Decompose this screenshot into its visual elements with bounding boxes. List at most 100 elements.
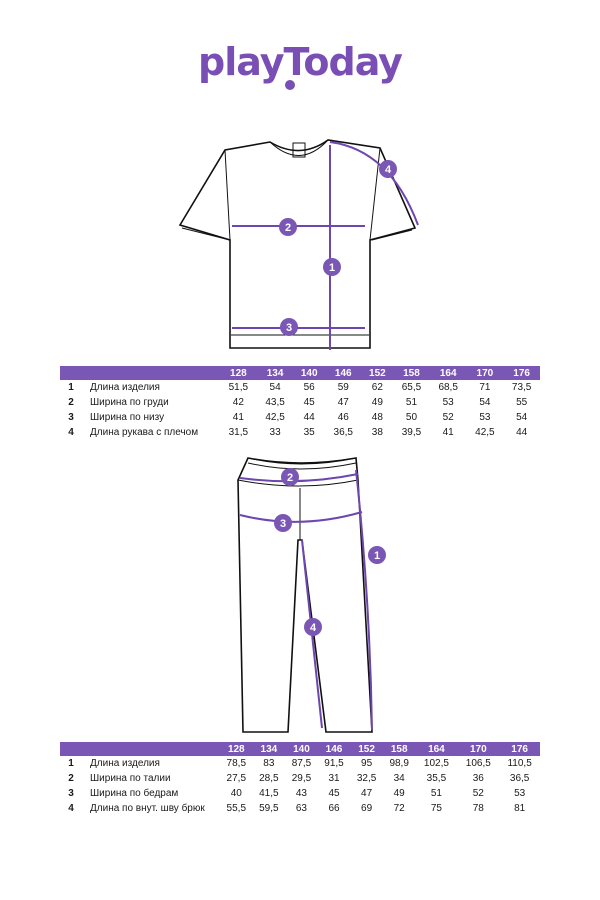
value-cell: 53	[514, 788, 526, 799]
value-cell: 65,5	[401, 382, 422, 393]
table-row: 4 Длина по внут. шву брюк 55,5 59,5 63 6…	[60, 801, 540, 816]
value-cell: 51,5	[228, 382, 249, 393]
tshirt-marker-3: 3	[280, 318, 298, 336]
value-cell: 36,5	[333, 427, 353, 438]
value-cell: 78,5	[226, 758, 247, 769]
row-label: Ширина по бедрам	[90, 788, 179, 799]
row-number: 2	[68, 773, 74, 784]
value-cell: 36	[472, 773, 484, 784]
size-header: 170	[466, 366, 504, 380]
value-cell: 31,5	[228, 427, 249, 438]
value-cell: 52	[472, 788, 484, 799]
table-row: 4 Длина рукава с плечом 31,5 33 35 36,5 …	[60, 425, 540, 440]
size-header: 176	[499, 742, 540, 756]
value-cell: 39,5	[401, 427, 422, 438]
size-header: 128	[220, 742, 253, 756]
value-cell: 49	[371, 397, 383, 408]
row-label: Ширина по талии	[90, 773, 171, 784]
value-cell: 49	[393, 788, 405, 799]
value-cell: 71	[479, 382, 491, 393]
value-cell: 110,5	[507, 758, 532, 769]
size-header: 134	[252, 742, 286, 756]
tshirt-marker-4: 4	[379, 160, 397, 178]
pants-marker-4: 4	[304, 618, 322, 636]
size-header: 158	[382, 742, 416, 756]
svg-text:2: 2	[287, 472, 293, 484]
header-cell	[60, 366, 82, 380]
size-header: 164	[415, 742, 458, 756]
value-cell: 44	[516, 427, 528, 438]
value-cell: 31	[328, 773, 340, 784]
size-header: 152	[361, 366, 394, 380]
header-cell	[82, 742, 220, 756]
value-cell: 27,5	[226, 773, 247, 784]
value-cell: 32,5	[356, 773, 377, 784]
value-cell: 54	[479, 397, 491, 408]
value-cell: 102,5	[423, 758, 449, 769]
svg-text:4: 4	[385, 164, 392, 176]
svg-text:4: 4	[310, 622, 317, 634]
value-cell: 69	[361, 803, 373, 814]
svg-text:1: 1	[374, 550, 380, 562]
row-number: 1	[68, 758, 74, 769]
value-cell: 83	[263, 758, 275, 769]
size-header: 164	[429, 366, 467, 380]
svg-text:3: 3	[280, 518, 286, 530]
row-number: 3	[68, 788, 74, 799]
row-label: Длина рукава с плечом	[90, 427, 199, 438]
value-cell: 36,5	[509, 773, 530, 784]
value-cell: 54	[269, 382, 281, 393]
row-label: Ширина по груди	[90, 397, 169, 408]
row-number: 3	[68, 412, 74, 423]
row-label: Ширина по низу	[90, 412, 165, 423]
row-number: 1	[68, 382, 74, 393]
brand-logo: playToday	[198, 40, 403, 84]
value-cell: 40	[230, 788, 242, 799]
value-cell: 41	[232, 412, 244, 423]
value-cell: 52	[442, 412, 454, 423]
value-cell: 95	[361, 758, 373, 769]
value-cell: 78	[472, 803, 484, 814]
value-cell: 51	[405, 397, 418, 408]
svg-text:2: 2	[285, 222, 291, 234]
logo-dot	[285, 80, 295, 90]
value-cell: 48	[371, 412, 383, 423]
value-cell: 35,5	[426, 773, 447, 784]
value-cell: 51	[430, 788, 442, 799]
value-cell: 28,5	[259, 773, 279, 784]
value-cell: 50	[405, 412, 418, 423]
table-row: 2 Ширина по груди 42 43,5 45 47 49 51 53…	[60, 395, 540, 410]
value-cell: 106,5	[465, 758, 491, 769]
table-row: 1 Длина изделия 78,5 83 87,5 91,5 95 98,…	[60, 756, 540, 771]
row-number: 2	[68, 397, 74, 408]
value-cell: 63	[295, 803, 307, 814]
value-cell: 53	[442, 397, 454, 408]
size-header: 146	[317, 742, 351, 756]
pants-size-table: 128 134 140 146 152 158 164 170 176 1 Дл…	[60, 742, 540, 816]
value-cell: 41	[442, 427, 454, 438]
value-cell: 43	[295, 788, 307, 799]
value-cell: 47	[337, 397, 349, 408]
value-cell: 34	[393, 773, 405, 784]
value-cell: 42,5	[475, 427, 495, 438]
value-cell: 59,5	[259, 803, 279, 814]
value-cell: 43,5	[265, 397, 285, 408]
size-header: 140	[285, 742, 318, 756]
value-cell: 72	[393, 803, 405, 814]
size-header: 134	[256, 366, 294, 380]
size-header: 176	[503, 366, 540, 380]
table-header-row: 128 134 140 146 152 158 164 170 176	[60, 366, 540, 380]
value-cell: 35	[303, 427, 315, 438]
row-number: 4	[68, 803, 74, 814]
size-header: 146	[324, 366, 362, 380]
pants-drawing: 1 2 3 4	[237, 457, 386, 733]
value-cell: 62	[371, 382, 383, 393]
value-cell: 42	[232, 397, 244, 408]
svg-text:1: 1	[329, 262, 335, 274]
value-cell: 98,9	[389, 758, 409, 769]
value-cell: 81	[514, 803, 526, 814]
value-cell: 54	[516, 412, 528, 423]
value-cell: 73,5	[511, 382, 532, 393]
row-label: Длина по внут. шву брюк	[90, 803, 205, 814]
value-cell: 42,5	[265, 412, 285, 423]
